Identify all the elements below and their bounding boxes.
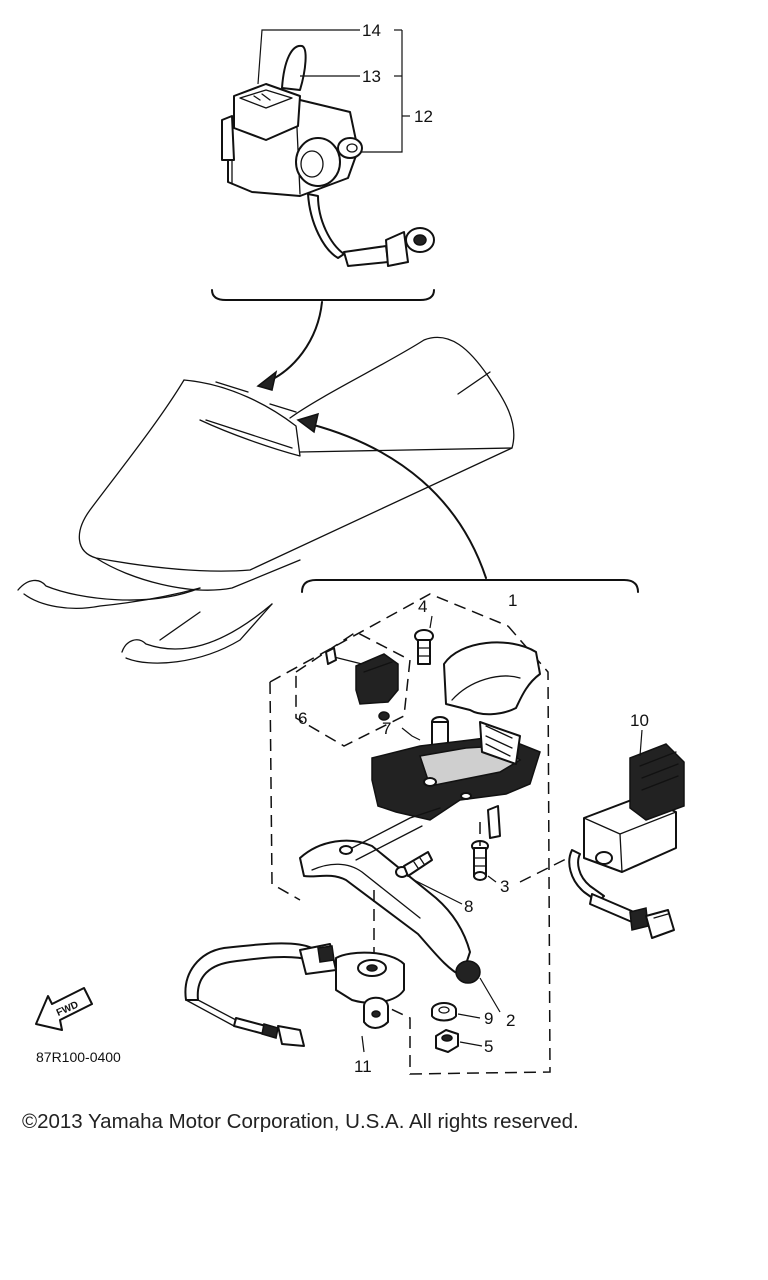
callout-9: 9	[484, 1009, 493, 1028]
callout-14: 14	[362, 21, 381, 40]
part-3-bolt	[471, 840, 489, 881]
callout-6: 6	[298, 709, 307, 728]
callout-1: 1	[508, 591, 517, 610]
part-5-nut	[435, 1029, 459, 1053]
callout-5: 5	[484, 1037, 493, 1056]
callout-10: 10	[630, 711, 649, 730]
parts-diagram: 14 13 12	[17, 21, 685, 1076]
copyright-notice: ©2013 Yamaha Motor Corporation, U.S.A. A…	[22, 1110, 579, 1133]
part-10-control-unit	[568, 743, 685, 939]
part-2-lever	[299, 807, 481, 984]
arrow-to-cowl	[309, 423, 487, 579]
snowmobile-outline	[17, 336, 515, 664]
part-4-bolt	[414, 629, 434, 665]
callout-7: 7	[382, 719, 391, 738]
fwd-arrow-icon	[35, 987, 93, 1031]
bottom-inset-bracket	[301, 579, 639, 593]
callout-4: 4	[418, 597, 427, 616]
part-6-block	[325, 647, 399, 721]
callout-11: 11	[354, 1057, 372, 1076]
diagram-ref-code: 87R100-0400	[36, 1049, 121, 1065]
callout-3: 3	[500, 877, 509, 896]
switch-assembly-illustration	[221, 29, 435, 267]
top-inset-bracket	[211, 289, 435, 301]
group-6-outline	[295, 631, 411, 747]
lever-bracket	[371, 721, 541, 839]
callout-2: 2	[506, 1011, 515, 1030]
part-8-bolt	[395, 851, 433, 878]
part-9-washer	[431, 1002, 457, 1022]
callout-8: 8	[464, 897, 473, 916]
arrow-to-handlebar	[261, 301, 323, 385]
callout-13: 13	[362, 67, 381, 86]
lever-cover	[443, 641, 541, 716]
part-11-brake-switch	[184, 942, 405, 1047]
exploded-view-svg: 14 13 12	[17, 21, 685, 1076]
callout-12: 12	[414, 107, 433, 126]
